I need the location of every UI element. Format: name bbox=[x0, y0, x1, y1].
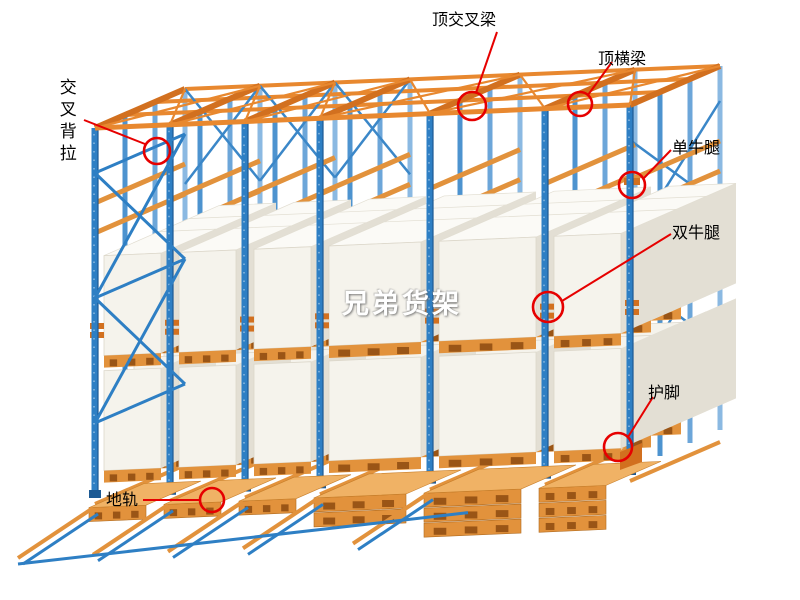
label-single-bracket: 单牛腿 bbox=[672, 140, 721, 157]
label-top-cross-beam: 顶交叉梁 bbox=[432, 12, 497, 29]
label-foot-guard: 护脚 bbox=[648, 385, 681, 402]
label-ground-rail: 地轨 bbox=[106, 492, 139, 509]
label-top-beam: 顶横梁 bbox=[598, 51, 647, 68]
label-cross-back-brace: 交叉背拉 bbox=[56, 78, 76, 166]
label-double-bracket: 双牛腿 bbox=[672, 225, 721, 242]
watermark-text: 兄弟货架 bbox=[342, 289, 462, 319]
